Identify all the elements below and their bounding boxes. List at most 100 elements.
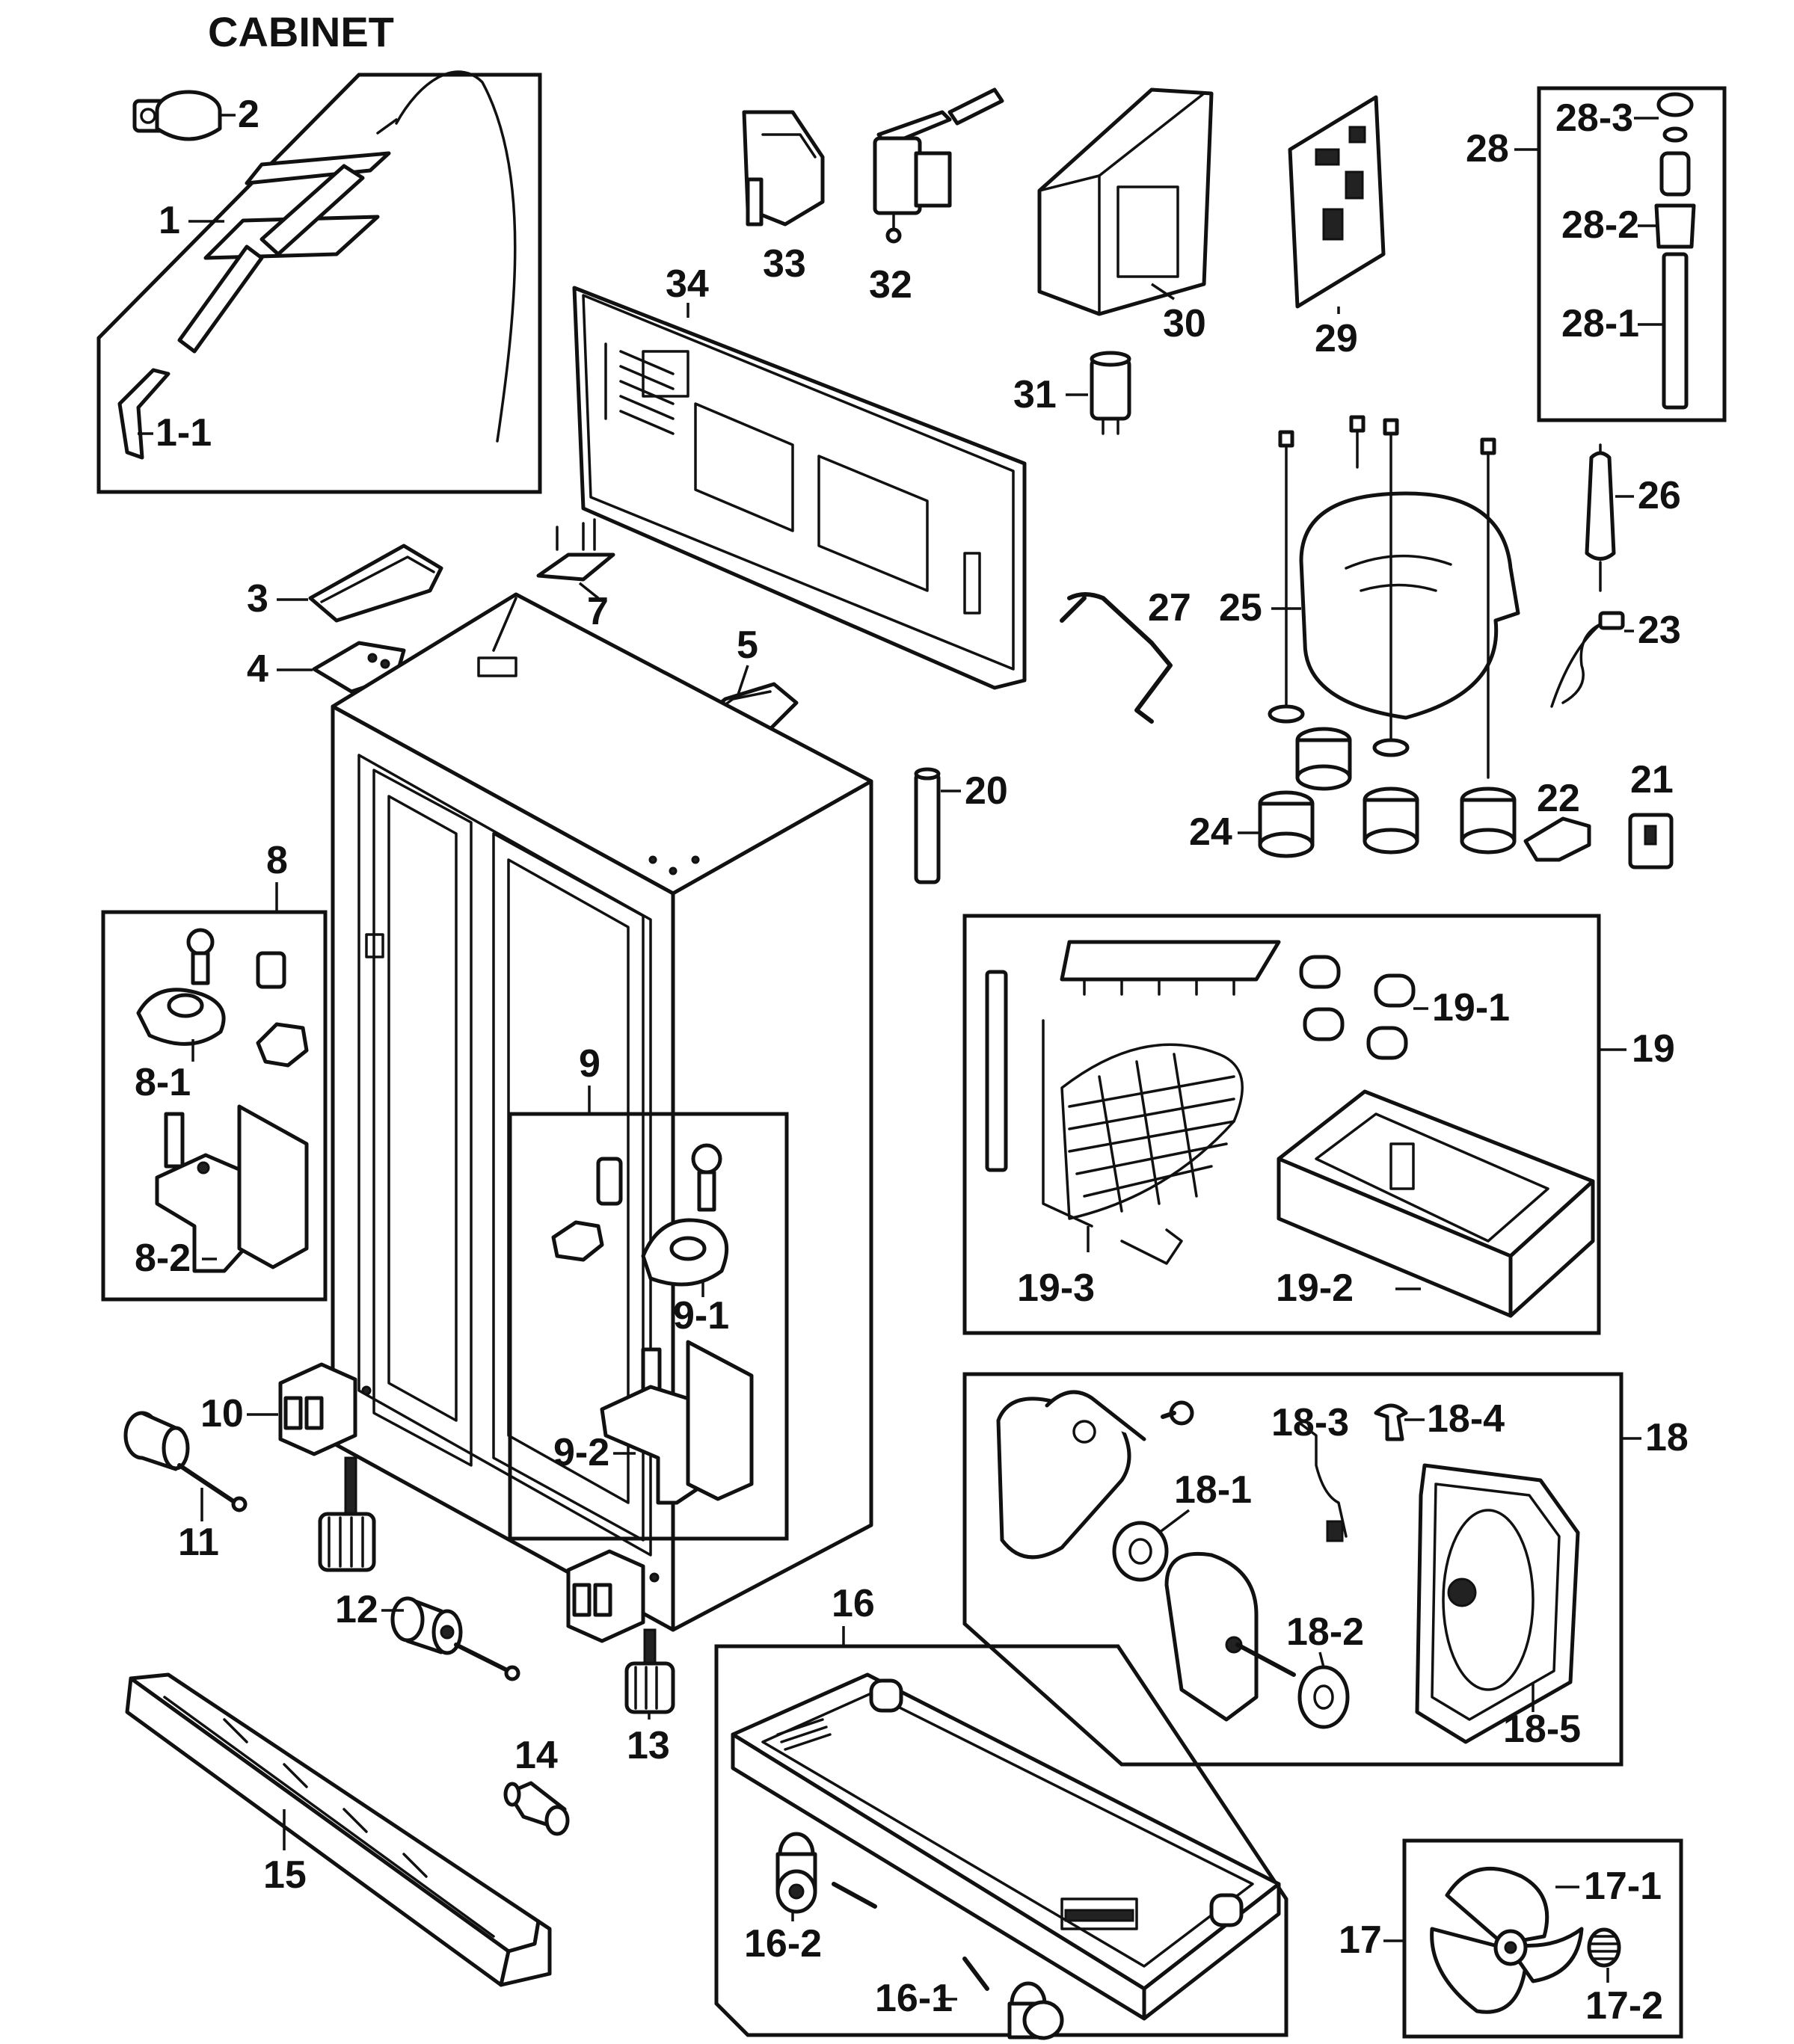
- part-14-fitting[interactable]: [503, 1781, 570, 1836]
- part-19-2-evaporator-drain-tray[interactable]: [1277, 1089, 1595, 1318]
- label-31: 31: [1013, 373, 1057, 416]
- label-1: 1: [159, 199, 180, 242]
- part-10-leveling-bracket[interactable]: [278, 1362, 372, 1456]
- label-3: 3: [247, 577, 268, 621]
- label-30: 30: [1163, 302, 1206, 345]
- part-21-relay[interactable]: [1628, 813, 1674, 869]
- part-29-main-pcb[interactable]: [1288, 95, 1386, 309]
- label-24: 24: [1189, 810, 1232, 854]
- label-18-1: 18-1: [1174, 1468, 1252, 1512]
- label-2: 2: [238, 93, 259, 136]
- part-7-hinge-plate[interactable]: [536, 518, 615, 582]
- label-19-2: 19-2: [1276, 1266, 1354, 1310]
- part-34-back-cover[interactable]: [572, 286, 1027, 690]
- label-12: 12: [335, 1588, 378, 1631]
- label-10: 10: [200, 1392, 244, 1435]
- part-33-bracket[interactable]: [742, 110, 825, 227]
- group-box-19: [962, 914, 1601, 1335]
- part-32-water-valve[interactable]: [873, 87, 1004, 244]
- label-17-1: 17-1: [1584, 1865, 1662, 1908]
- label-18-3: 18-3: [1271, 1401, 1349, 1444]
- label-14: 14: [514, 1734, 558, 1777]
- label-33: 33: [763, 242, 806, 286]
- group-box-28: [1537, 86, 1727, 422]
- group-box-16: [714, 1644, 1288, 2037]
- label-11: 11: [178, 1521, 219, 1564]
- part-8-2-lower-hinge[interactable]: [155, 1104, 309, 1273]
- label-29: 29: [1315, 317, 1358, 360]
- label-18-2: 18-2: [1286, 1610, 1364, 1654]
- label-9-2: 9-2: [553, 1431, 609, 1474]
- part-16-2-grommet[interactable]: [775, 1832, 877, 1914]
- part-17-2-clip[interactable]: [1587, 1927, 1621, 1968]
- label-28-2: 28-2: [1561, 203, 1639, 247]
- group-box-18: [962, 1372, 1623, 1767]
- part-18-fan-motor-assembly[interactable]: [996, 1390, 1580, 1744]
- label-17: 17: [1339, 1918, 1382, 1962]
- label-26: 26: [1638, 474, 1681, 517]
- label-22: 22: [1537, 777, 1580, 820]
- part-13-leveling-leg-left[interactable]: [318, 1456, 376, 1572]
- label-4: 4: [247, 647, 268, 691]
- group-box-9: [508, 1112, 789, 1541]
- part-31-capacitor[interactable]: [1090, 351, 1131, 435]
- part-11-roller-front[interactable]: [123, 1411, 248, 1512]
- label-1-1: 1-1: [156, 411, 212, 455]
- group-box-17: [1402, 1838, 1683, 2039]
- part-19-evaporator-assembly[interactable]: [985, 940, 1281, 1265]
- label-18: 18: [1645, 1416, 1689, 1459]
- part-9-1-hinge-bushing[interactable]: [551, 1143, 729, 1287]
- part-15-base-grille[interactable]: [125, 1672, 552, 1987]
- part-9-2-lower-hinge[interactable]: [600, 1340, 754, 1505]
- part-2-clamp[interactable]: [132, 90, 222, 141]
- diagram-title: CABINET: [208, 8, 394, 55]
- group-box-8: [101, 910, 328, 1302]
- label-27: 27: [1148, 586, 1191, 629]
- label-34: 34: [666, 262, 709, 306]
- part-23-overload-wire[interactable]: [1550, 611, 1625, 708]
- label-17-2: 17-2: [1585, 1984, 1663, 2028]
- part-8-1-hinge-bushing[interactable]: [136, 928, 309, 1068]
- label-28: 28: [1466, 127, 1509, 170]
- label-19-1: 19-1: [1432, 986, 1510, 1029]
- label-8: 8: [266, 839, 288, 882]
- label-19: 19: [1632, 1027, 1675, 1071]
- part-22-cover[interactable]: [1523, 816, 1591, 862]
- label-8-2: 8-2: [135, 1237, 191, 1280]
- part-16-1-spacer[interactable]: [962, 1957, 1064, 2040]
- label-9: 9: [579, 1042, 600, 1086]
- label-9-1: 9-1: [673, 1294, 729, 1337]
- part-12-roller-rear[interactable]: [390, 1596, 520, 1681]
- part-20-pipe[interactable]: [914, 767, 941, 884]
- label-16-2: 16-2: [744, 1922, 822, 1965]
- part-30-control-box[interactable]: [1037, 87, 1214, 316]
- label-19-3: 19-3: [1017, 1266, 1095, 1310]
- part-24-compressor-grommets[interactable]: [1258, 704, 1517, 858]
- part-13-leveling-leg[interactable]: [624, 1628, 675, 1714]
- part-10b-leveling-bracket-right[interactable]: [566, 1549, 660, 1643]
- label-28-1: 28-1: [1561, 302, 1639, 345]
- label-21: 21: [1630, 758, 1674, 801]
- label-25: 25: [1219, 586, 1262, 629]
- label-18-4: 18-4: [1427, 1397, 1505, 1441]
- part-25-compressor[interactable]: [1278, 415, 1520, 779]
- label-23: 23: [1638, 609, 1681, 652]
- label-28-3: 28-3: [1555, 96, 1633, 140]
- part-19-1-spacers[interactable]: [1299, 955, 1416, 1060]
- part-27-tube[interactable]: [1060, 592, 1173, 724]
- label-18-5: 18-5: [1503, 1708, 1581, 1751]
- part-28-water-filter-cap-assy[interactable]: [1654, 92, 1696, 410]
- label-8-1: 8-1: [135, 1061, 191, 1104]
- part-3-hinge-cover-left[interactable]: [308, 544, 443, 623]
- part-1-drain-heater[interactable]: [96, 70, 542, 494]
- label-16: 16: [832, 1582, 875, 1625]
- label-13: 13: [627, 1724, 670, 1767]
- label-5: 5: [737, 624, 758, 667]
- part-26-dryer[interactable]: [1585, 443, 1616, 592]
- label-32: 32: [869, 263, 912, 307]
- part-16-base-plate[interactable]: [731, 1672, 1281, 2021]
- part-17-1-fan-blade[interactable]: [1430, 1866, 1584, 2014]
- label-15: 15: [263, 1853, 307, 1897]
